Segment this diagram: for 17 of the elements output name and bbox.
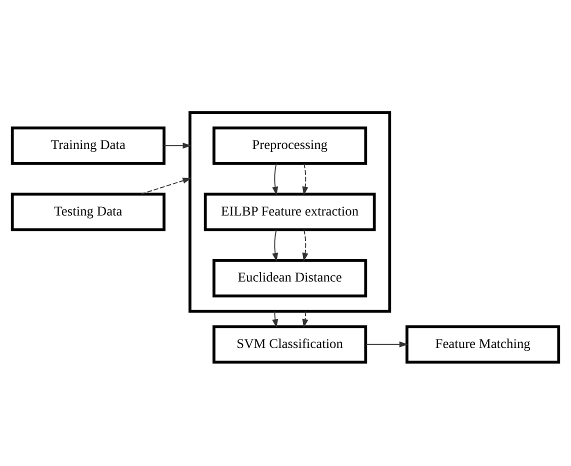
node-box: Training Data: [10, 126, 166, 164]
node-box: SVM Classification: [212, 324, 368, 364]
arrow: [272, 228, 278, 262]
arrow: [272, 162, 278, 195]
arrow: [365, 340, 408, 347]
arrow: [302, 228, 308, 262]
node-box: Preprocessing: [212, 126, 368, 164]
node-box: EILBP Feature extraction: [204, 192, 376, 231]
node-box: Feature Matching: [406, 324, 560, 364]
arrow: [164, 142, 192, 148]
cluster: [188, 110, 392, 312]
arrow: [302, 162, 308, 195]
arrow: [302, 310, 308, 328]
node-box: Testing Data: [10, 192, 166, 231]
arrow: [140, 177, 192, 194]
arrow: [272, 310, 278, 328]
node-box: Euclidean Distance: [212, 258, 368, 297]
